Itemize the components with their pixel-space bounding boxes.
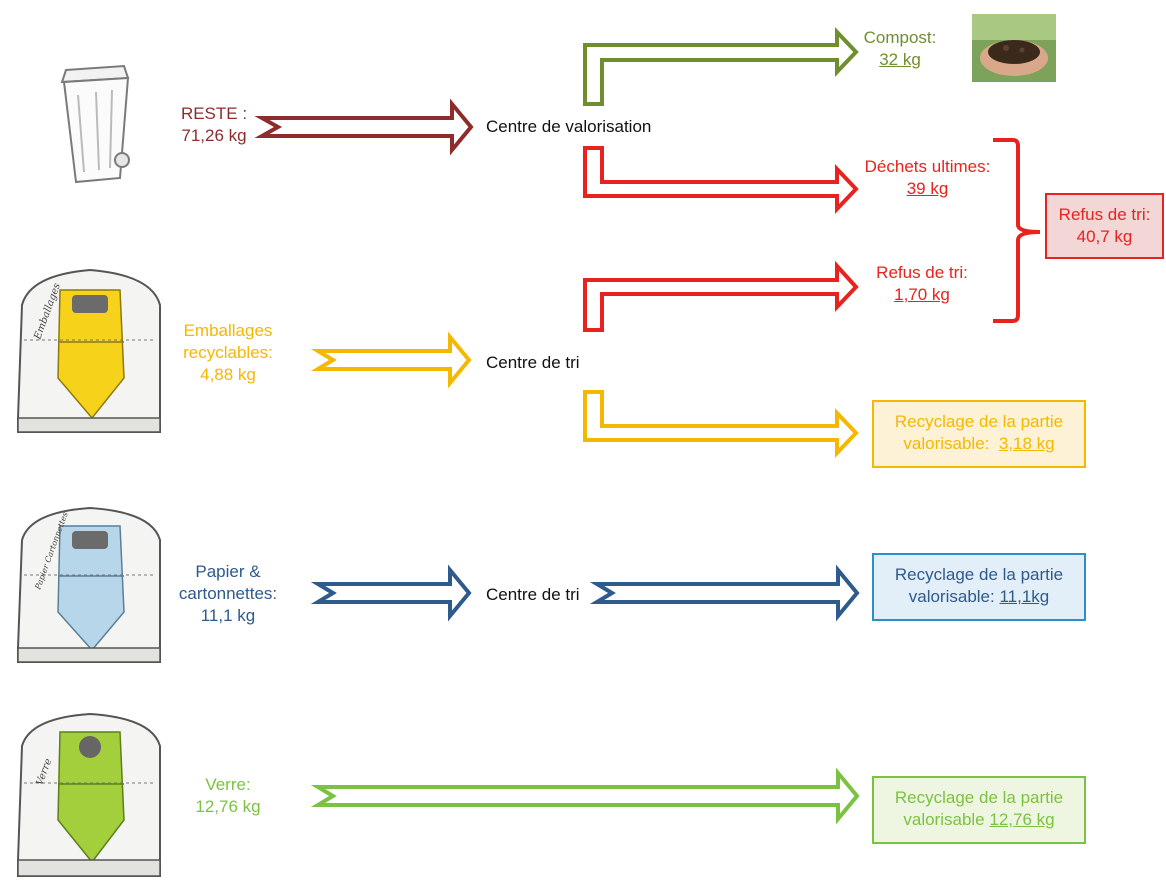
- emballages-arrow: [310, 331, 472, 389]
- verre-value: 12,76 kg: [195, 797, 261, 816]
- reste-label-text: RESTE :: [180, 104, 248, 123]
- papier-line1: Papier &: [195, 562, 261, 581]
- dechets-value: 39 kg: [906, 179, 949, 198]
- papier-line2: cartonnettes:: [178, 584, 278, 603]
- recyclage-papier-box: Recyclage de la partie valorisable: 11,1…: [872, 553, 1086, 621]
- papier-value: 11,1 kg: [200, 606, 256, 625]
- centre-tri-label-1: Centre de tri: [486, 353, 580, 372]
- refus-tri-total-box: Refus de tri: 40,7 kg: [1045, 193, 1164, 259]
- reste-value: 71,26 kg: [181, 126, 247, 145]
- compost-value: 32 kg: [879, 50, 921, 69]
- refus-value: 1,70 kg: [894, 285, 950, 304]
- verre-container-icon: Verre: [17, 712, 161, 877]
- compost-label-text: Compost:: [863, 28, 937, 47]
- refus-arrow: [583, 260, 859, 332]
- recyclage-verre-line1: Recyclage de la partie: [894, 788, 1064, 807]
- wheelie-bin-icon: [60, 64, 130, 184]
- recyclage-emballages-line2: valorisable:: [903, 434, 990, 453]
- recyclage-emballages-box: Recyclage de la partie valorisable: 3,18…: [872, 400, 1086, 468]
- refus-label-text: Refus de tri:: [876, 263, 968, 282]
- emballages-container-icon: Emballages: [17, 268, 161, 433]
- papier-container-icon: Papier Cartonnettes: [17, 506, 161, 663]
- recyclage-papier-line1: Recyclage de la partie: [894, 565, 1064, 584]
- compost-arrow: [583, 26, 859, 106]
- recyclage-verre-box: Recyclage de la partie valorisable 12,76…: [872, 776, 1086, 844]
- centre-valorisation-label: Centre de valorisation: [486, 117, 652, 136]
- emballages-line1: Emballages: [183, 321, 273, 340]
- reste-label: RESTE : 71,26 kg: [166, 103, 262, 147]
- refus-tri-label: Refus de tri: 1,70 kg: [862, 262, 982, 306]
- recyclage-emballages-value: 3,18 kg: [998, 434, 1055, 453]
- verre-label: Verre: 12,76 kg: [163, 774, 293, 818]
- recyclage-emballages-line1: Recyclage de la partie: [894, 412, 1064, 431]
- emballages-value: 4,88 kg: [200, 365, 256, 384]
- recyclage-verre-value: 12,76 kg: [989, 810, 1055, 829]
- refus-total-label: Refus de tri:: [1058, 205, 1151, 224]
- emballages-line2: recyclables:: [183, 343, 273, 362]
- compost-label: Compost: 32 kg: [855, 27, 945, 71]
- dechets-ultimes-label: Déchets ultimes: 39 kg: [850, 156, 1005, 200]
- compost-photo-icon: [972, 14, 1056, 82]
- papier-label: Papier & cartonnettes: 11,1 kg: [163, 561, 293, 627]
- emballages-recyclage-arrow: [583, 390, 859, 459]
- verre-label-text: Verre:: [205, 775, 251, 794]
- papier-recyclage-arrow: [589, 564, 860, 622]
- recyclage-papier-value: 11,1kg: [999, 587, 1050, 606]
- dechets-label-text: Déchets ultimes:: [864, 157, 991, 176]
- papier-arrow: [310, 564, 472, 622]
- recyclage-verre-line2: valorisable: [903, 810, 985, 829]
- refus-total-value: 40,7 kg: [1076, 227, 1133, 246]
- emballages-label: Emballages recyclables: 4,88 kg: [163, 320, 293, 386]
- dechets-arrow: [583, 146, 859, 215]
- recyclage-papier-line2: valorisable:: [908, 587, 995, 606]
- refus-bracket: [993, 138, 1041, 323]
- reste-arrow: [254, 98, 474, 156]
- verre-arrow: [310, 767, 860, 825]
- centre-tri-label-2: Centre de tri: [486, 585, 580, 604]
